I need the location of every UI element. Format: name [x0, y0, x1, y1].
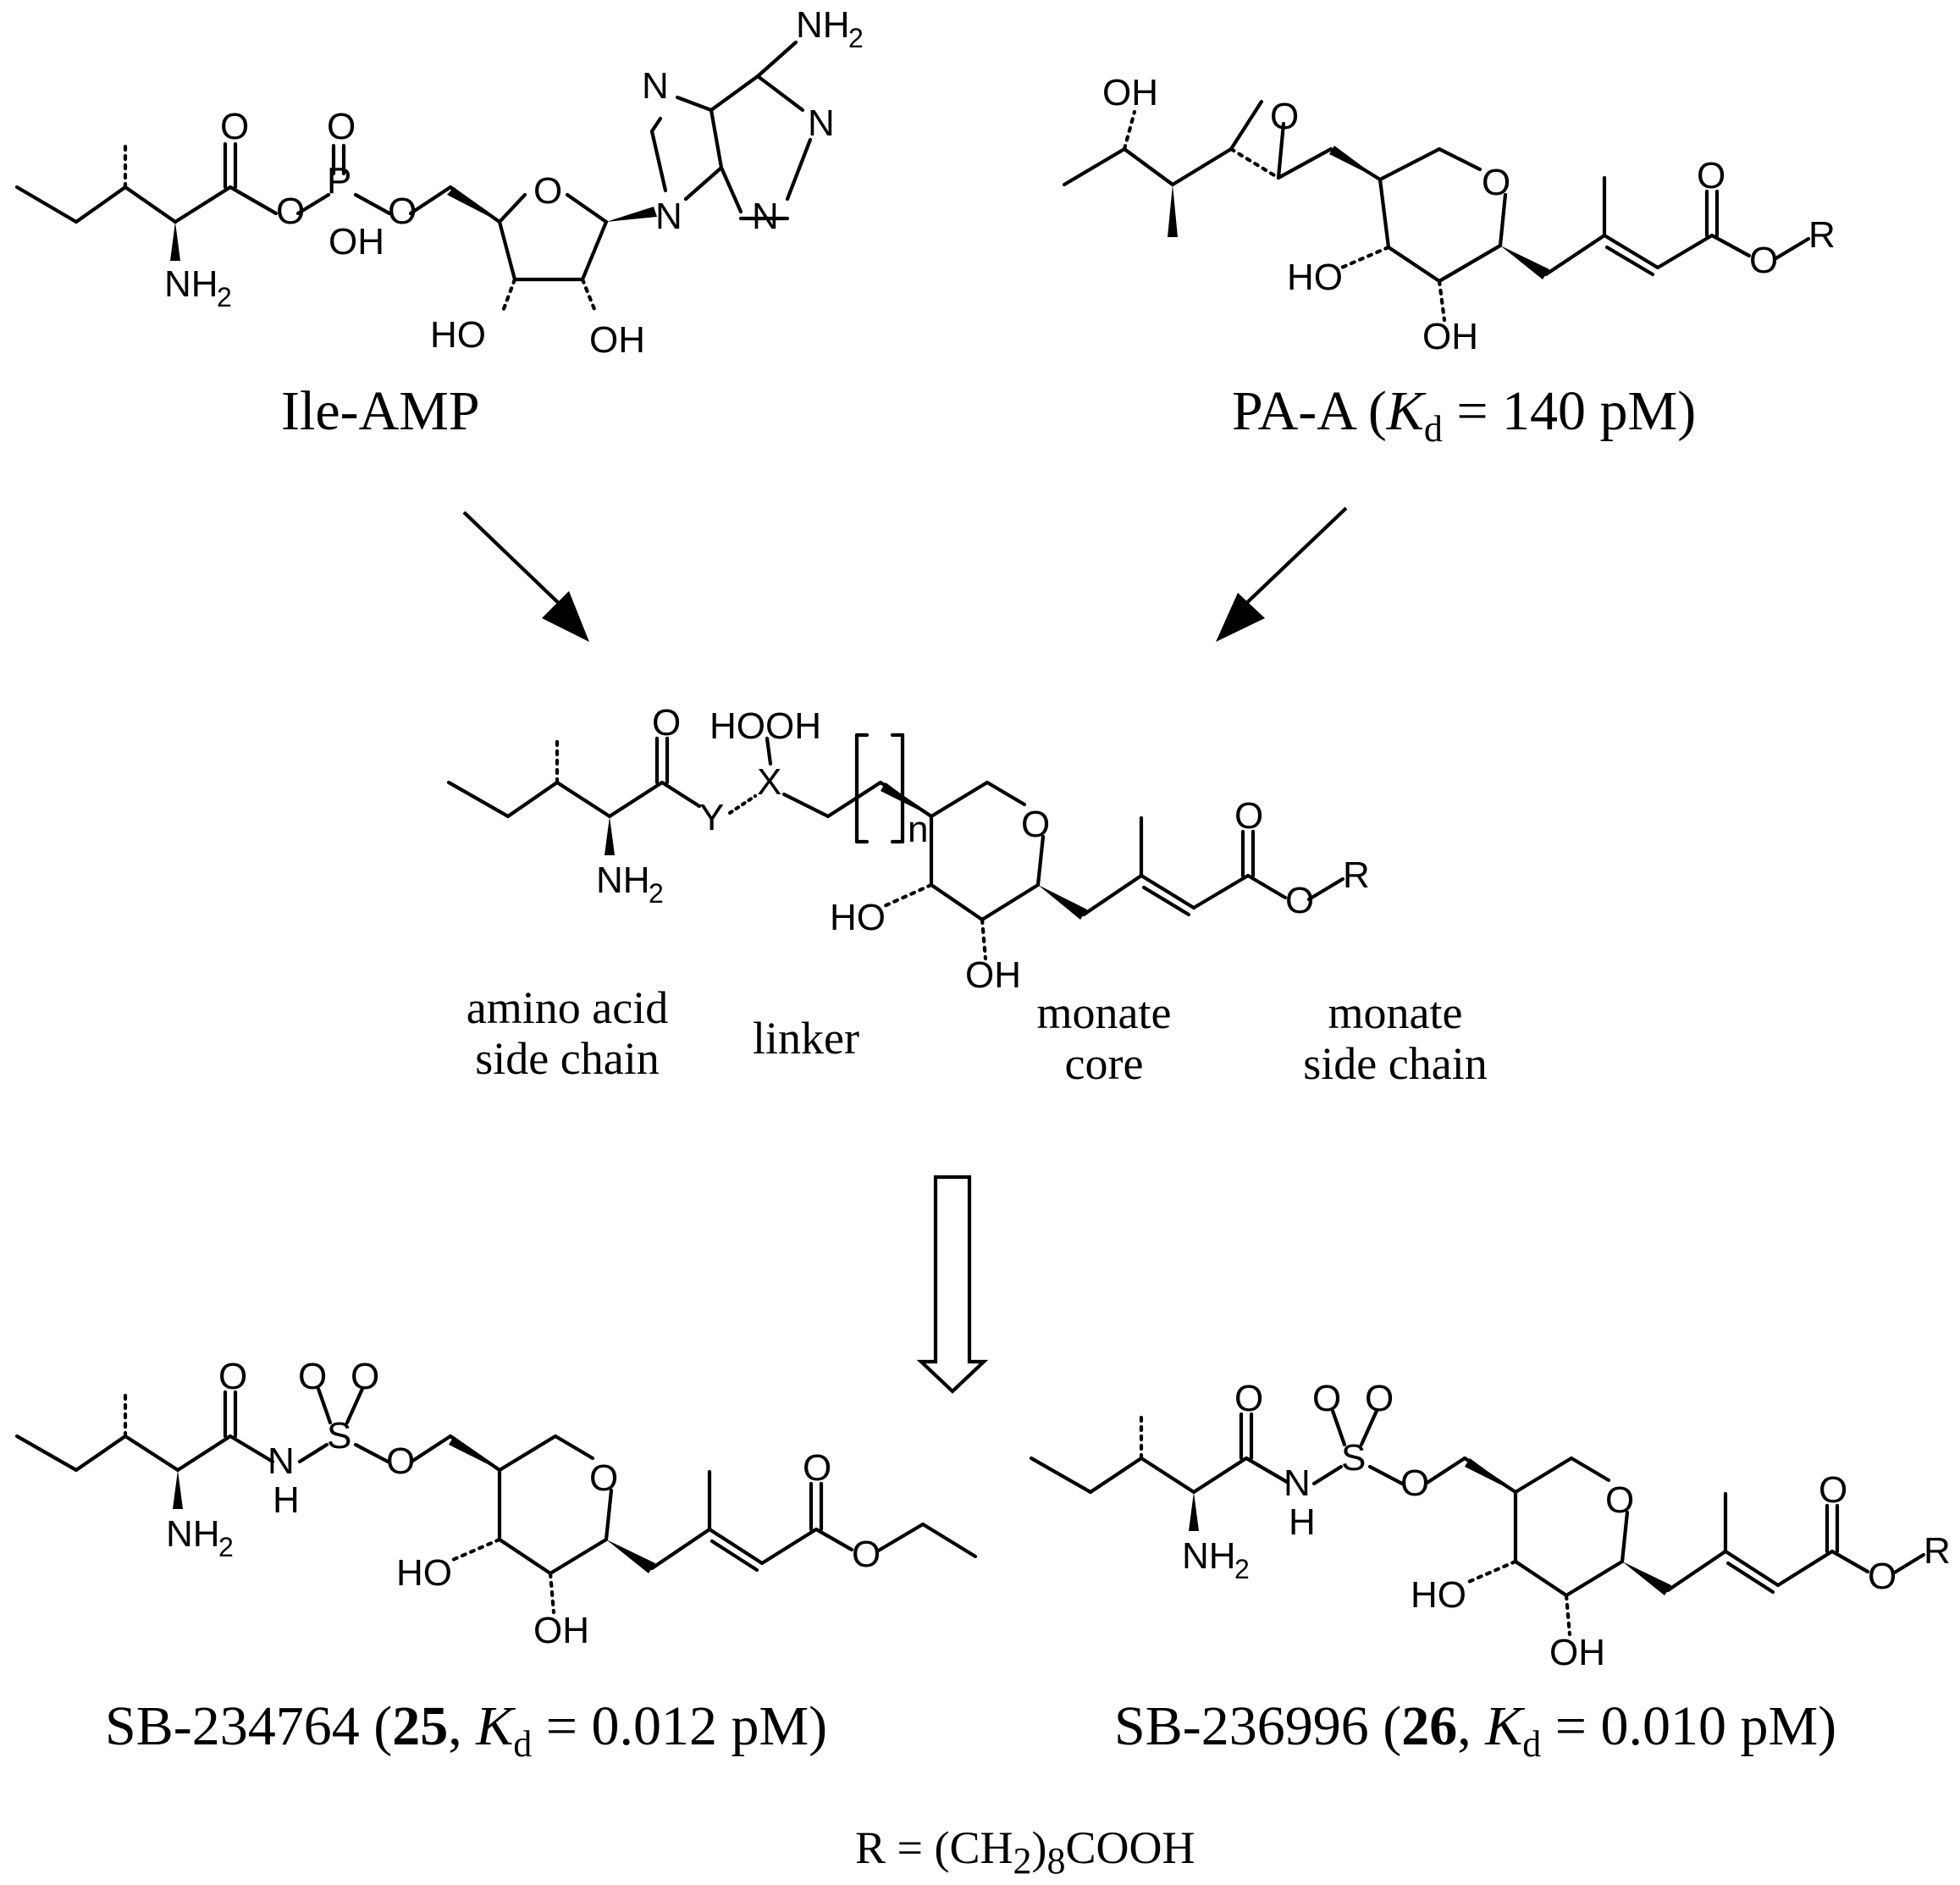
svg-text:OH: OH: [533, 1610, 589, 1651]
sb-236996-structure: [1029, 1408, 1926, 1637]
svg-text:2: 2: [1234, 1554, 1250, 1584]
svg-text:OH: OH: [1422, 316, 1478, 357]
pa-a-structure: [1062, 99, 1811, 323]
svg-text:HO: HO: [396, 1552, 452, 1594]
svg-text:O: O: [652, 702, 681, 743]
svg-text:O: O: [1021, 804, 1050, 845]
arrow-right: [1216, 506, 1348, 642]
svg-text:Y: Y: [699, 797, 724, 838]
svg-text:2: 2: [649, 878, 664, 909]
svg-text:HO: HO: [1411, 1574, 1466, 1616]
region-monate-core-line1: monate: [1037, 987, 1172, 1038]
svg-text:O: O: [533, 170, 562, 212]
sb-234764-atom-labels: O N H S O O O O HO OH O O NH2: [166, 1356, 881, 1651]
svg-text:S: S: [327, 1415, 351, 1457]
svg-text:N: N: [808, 102, 835, 144]
svg-text:H: H: [1289, 1501, 1316, 1543]
svg-text:OH: OH: [965, 954, 1021, 996]
svg-text:O: O: [276, 191, 305, 232]
svg-text:O: O: [1482, 162, 1510, 203]
svg-text:N: N: [642, 65, 669, 107]
r-group-definition: R = (CH2)8COOH: [855, 1822, 1195, 1882]
svg-text:O: O: [589, 1457, 618, 1499]
svg-text:O: O: [351, 1356, 379, 1397]
svg-text:NH: NH: [596, 860, 650, 901]
svg-text:N: N: [655, 196, 682, 237]
svg-text:X: X: [757, 761, 781, 803]
sb-236996-caption: SB-236996 (26, Kd = 0.010 pM): [1114, 1695, 1836, 1765]
svg-text:N: N: [268, 1440, 295, 1482]
svg-text:O: O: [1365, 1378, 1394, 1419]
svg-text:2: 2: [848, 23, 864, 53]
svg-text:O: O: [1819, 1469, 1847, 1511]
sb-236996-atom-labels: O N H S O O O O HO OH O O R NH2: [1182, 1378, 1951, 1673]
svg-text:HO: HO: [430, 314, 486, 356]
svg-text:O: O: [298, 1356, 327, 1397]
ile-amp-atom-labels: O O P O OH O O HO OH N N NH2 N N NH2: [164, 4, 864, 361]
svg-text:O: O: [1234, 1378, 1263, 1419]
svg-text:OH: OH: [329, 221, 384, 263]
svg-text:OH: OH: [1549, 1632, 1605, 1673]
svg-text:n: n: [908, 809, 928, 850]
svg-text:2: 2: [218, 1532, 234, 1562]
svg-text:NH: NH: [164, 263, 218, 305]
svg-text:O: O: [1697, 155, 1725, 196]
region-amino-acid-line1: amino acid: [467, 982, 668, 1033]
region-monate-side-chain-line2: side chain: [1303, 1038, 1487, 1089]
region-linker: linker: [753, 1013, 859, 1064]
hollow-down-arrow: [916, 1175, 989, 1394]
sb-234764-caption: SB-234764 (25, Kd = 0.012 pM): [105, 1695, 827, 1765]
svg-text:NH: NH: [1182, 1535, 1236, 1577]
svg-text:H: H: [273, 1479, 300, 1521]
arrow-left: [462, 511, 589, 642]
svg-text:S: S: [1341, 1437, 1366, 1479]
svg-text:O: O: [1234, 795, 1263, 837]
region-monate-core-line2: core: [1065, 1038, 1144, 1089]
pa-a-caption: PA-A (Kd = 140 pM): [1232, 380, 1696, 450]
svg-text:O: O: [1605, 1479, 1634, 1521]
ile-amp-name: Ile-AMP: [281, 380, 480, 442]
svg-text:HOOH: HOOH: [709, 705, 821, 747]
region-amino-acid-line2: side chain: [475, 1033, 659, 1084]
svg-text:O: O: [388, 191, 417, 232]
svg-text:O: O: [1400, 1462, 1429, 1504]
svg-text:O: O: [327, 106, 356, 147]
svg-text:O: O: [1868, 1556, 1897, 1597]
svg-text:O: O: [220, 106, 249, 147]
svg-text:N: N: [1284, 1462, 1311, 1504]
svg-text:O: O: [386, 1440, 415, 1482]
ile-amp-structure: [14, 40, 813, 316]
svg-text:R: R: [1924, 1530, 1951, 1572]
region-monate-side-chain-line1: monate: [1328, 987, 1463, 1038]
svg-text:NH: NH: [166, 1513, 220, 1555]
svg-text:O: O: [852, 1534, 881, 1575]
svg-text:P: P: [327, 160, 351, 202]
pa-a-atom-labels: OH O O HO OH O O R: [1102, 72, 1836, 357]
svg-text:N: N: [752, 196, 779, 237]
svg-text:R: R: [1343, 854, 1370, 896]
svg-text:2: 2: [217, 282, 232, 312]
svg-text:HO: HO: [1287, 257, 1343, 298]
svg-text:O: O: [803, 1447, 831, 1489]
svg-text:O: O: [1749, 240, 1778, 281]
svg-text:O: O: [1312, 1378, 1341, 1419]
svg-text:R: R: [1808, 214, 1836, 256]
svg-text:OH: OH: [1102, 72, 1158, 113]
svg-text:O: O: [1285, 880, 1314, 921]
svg-text:O: O: [1270, 96, 1299, 137]
svg-text:O: O: [218, 1356, 247, 1397]
sb-234764-structure: [14, 1386, 978, 1615]
svg-text:HO: HO: [830, 897, 886, 938]
hybrid-atom-labels: O Y X HOOH n O HO OH O O R NH2: [596, 702, 1370, 996]
svg-text:NH: NH: [796, 4, 850, 46]
hybrid-structure: [446, 732, 1345, 961]
svg-text:OH: OH: [589, 319, 645, 361]
